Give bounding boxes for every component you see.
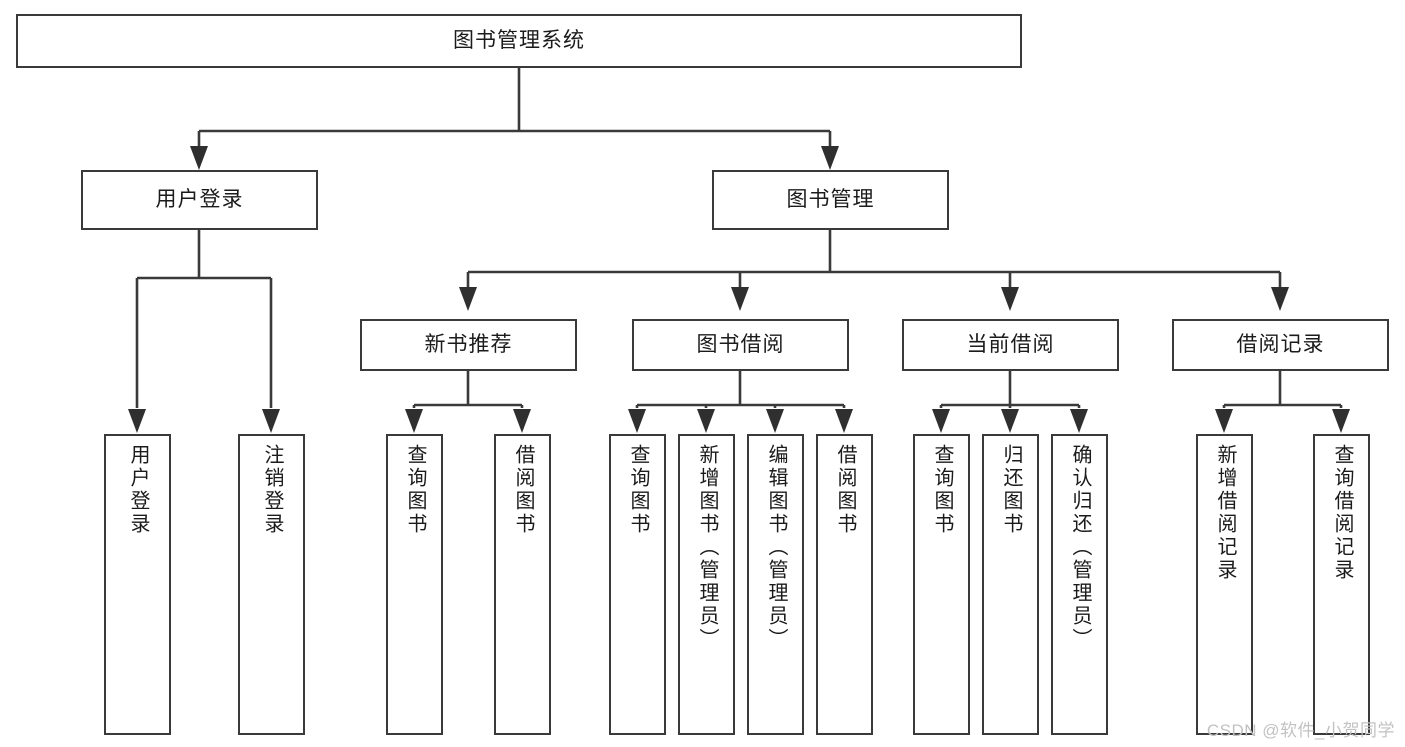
leaf-label: 新增图书（管理员） bbox=[696, 444, 718, 651]
leaf-label: 借阅图书 bbox=[512, 444, 534, 536]
leaf-current-return-book[interactable]: 归还图书 bbox=[982, 434, 1039, 735]
leaf-label: 查询借阅记录 bbox=[1331, 444, 1353, 582]
leaf-borrow-edit-book-admin[interactable]: 编辑图书（管理员） bbox=[747, 434, 804, 735]
leaf-borrow-borrow-book[interactable]: 借阅图书 bbox=[816, 434, 873, 735]
node-book-borrow[interactable]: 图书借阅 bbox=[632, 319, 849, 371]
leaf-current-query-book[interactable]: 查询图书 bbox=[913, 434, 970, 735]
leaf-label: 查询图书 bbox=[931, 444, 953, 536]
leaf-recommend-query-book[interactable]: 查询图书 bbox=[386, 434, 443, 735]
node-label: 当前借阅 bbox=[966, 332, 1055, 356]
leaf-user-logout[interactable]: 注销登录 bbox=[238, 434, 305, 735]
leaf-label: 新增借阅记录 bbox=[1214, 444, 1236, 582]
leaf-borrow-add-book-admin[interactable]: 新增图书（管理员） bbox=[678, 434, 735, 735]
node-user-login[interactable]: 用户登录 bbox=[81, 170, 318, 230]
watermark: CSDN @软件_小贺同学 bbox=[1206, 721, 1395, 740]
node-label: 用户登录 bbox=[155, 187, 244, 211]
leaf-record-query-record[interactable]: 查询借阅记录 bbox=[1313, 434, 1370, 735]
leaf-label: 用户登录 bbox=[127, 444, 149, 536]
leaf-label: 归还图书 bbox=[1000, 444, 1022, 536]
node-new-book-recommend[interactable]: 新书推荐 bbox=[360, 319, 577, 371]
leaf-label: 查询图书 bbox=[627, 444, 649, 536]
leaf-label: 确认归还（管理员） bbox=[1069, 444, 1091, 651]
leaf-label: 查询图书 bbox=[404, 444, 426, 536]
node-root-system[interactable]: 图书管理系统 bbox=[16, 14, 1022, 68]
leaf-label: 编辑图书（管理员） bbox=[765, 444, 787, 651]
node-borrow-record[interactable]: 借阅记录 bbox=[1172, 319, 1389, 371]
node-label: 新书推荐 bbox=[424, 332, 513, 356]
leaf-label: 借阅图书 bbox=[834, 444, 856, 536]
leaf-user-login[interactable]: 用户登录 bbox=[104, 434, 171, 735]
node-label: 图书管理系统 bbox=[453, 28, 585, 52]
node-book-management[interactable]: 图书管理 bbox=[712, 170, 949, 230]
leaf-recommend-borrow-book[interactable]: 借阅图书 bbox=[494, 434, 551, 735]
node-label: 图书借阅 bbox=[696, 332, 785, 356]
node-label: 借阅记录 bbox=[1236, 332, 1325, 356]
leaf-borrow-query-book[interactable]: 查询图书 bbox=[609, 434, 666, 735]
node-label: 图书管理 bbox=[786, 187, 875, 211]
node-current-borrow[interactable]: 当前借阅 bbox=[902, 319, 1119, 371]
leaf-label: 注销登录 bbox=[261, 444, 283, 536]
leaf-record-add-record[interactable]: 新增借阅记录 bbox=[1196, 434, 1253, 735]
leaf-current-confirm-return-admin[interactable]: 确认归还（管理员） bbox=[1051, 434, 1108, 735]
